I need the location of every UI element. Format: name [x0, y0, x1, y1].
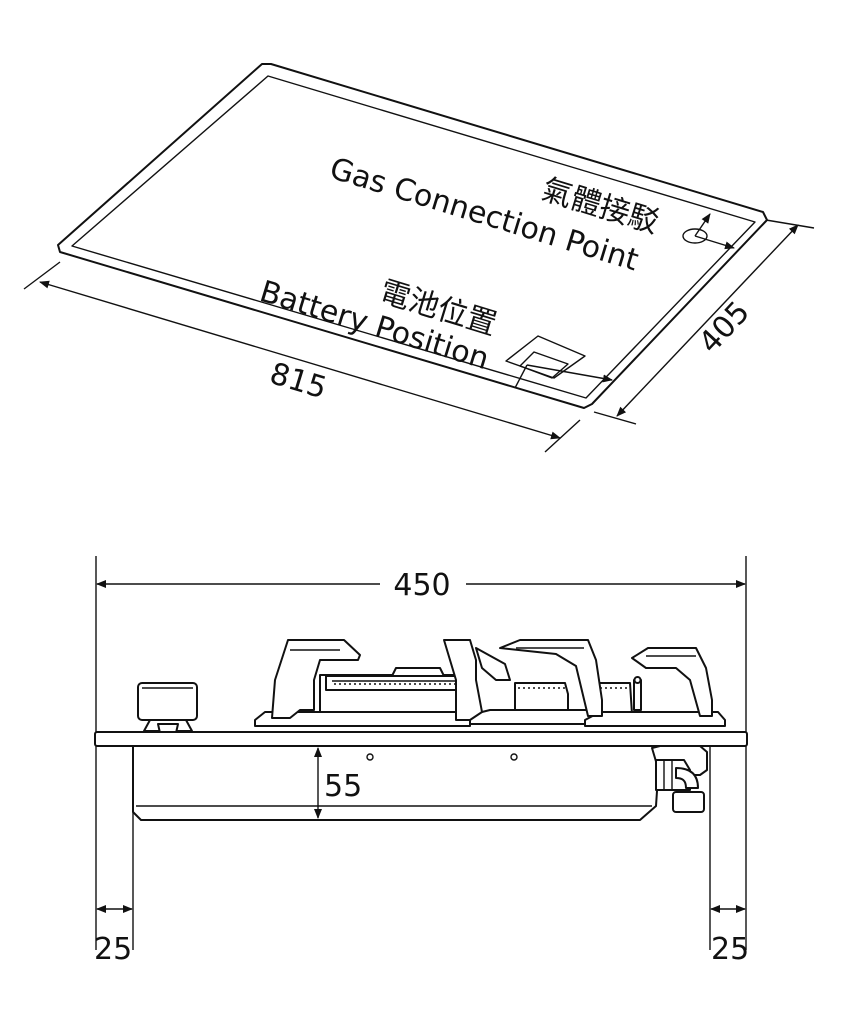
right-clearance-label: 25 — [711, 932, 749, 967]
glass-top-plate — [94, 731, 748, 747]
body-depth-dim-label: 55 — [324, 769, 362, 804]
cutout-outline — [57, 63, 768, 409]
burner-assembly — [254, 639, 726, 727]
left-clearance-dimension: 25 — [94, 905, 133, 967]
depth-dim-label: 405 — [692, 295, 757, 361]
control-knob — [137, 682, 198, 734]
left-clearance-label: 25 — [94, 932, 132, 967]
burner-body — [132, 745, 708, 821]
gas-inlet-fitting — [655, 759, 705, 813]
battery-position-box — [505, 335, 613, 389]
body-depth-dimension: 55 — [314, 747, 362, 819]
gas-connection-symbol — [682, 213, 735, 250]
width-dim-label: 815 — [266, 356, 331, 406]
overall-width-dim-label: 450 — [393, 568, 450, 603]
right-clearance-dimension: 25 — [710, 905, 749, 967]
cutout-inner-edge — [71, 75, 756, 399]
top-view: 氣體接駁 Gas Connection Point 電池位置 Battery P… — [23, 63, 815, 453]
side-view: 450 — [94, 556, 749, 967]
